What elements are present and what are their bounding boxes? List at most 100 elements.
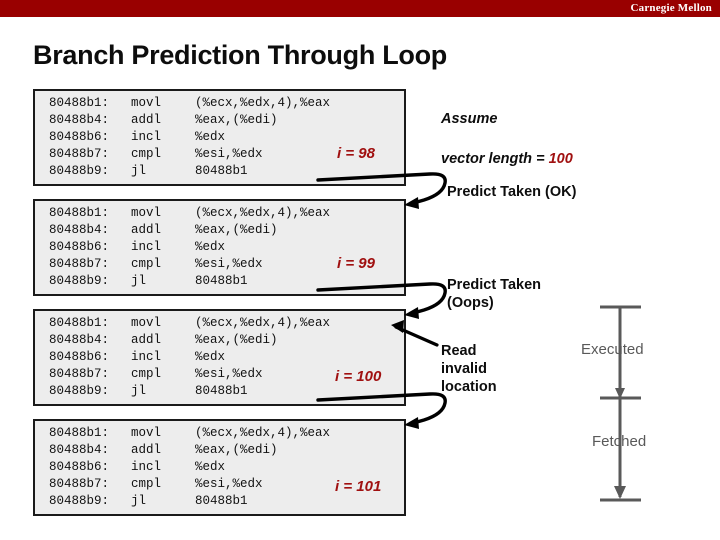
code-line: 80488b4: addl %eax,(%edi)	[35, 442, 404, 459]
code-address: 80488b6:	[49, 350, 110, 364]
assume-note-label: vector length =	[441, 151, 549, 167]
predict-taken-oops-note: Predict Taken (Oops)	[447, 277, 542, 311]
code-address: 80488b1:	[49, 426, 110, 440]
code-block-iteration-100: 80488b1: movl (%ecx,%edx,4),%eax 80488b4…	[33, 309, 406, 406]
code-address: 80488b7:	[49, 257, 110, 271]
code-operands: 80488b1	[195, 164, 248, 178]
code-opcode: movl	[131, 316, 162, 330]
code-address: 80488b4:	[49, 223, 110, 237]
code-address: 80488b9:	[49, 274, 110, 288]
code-operands: %eax,(%edi)	[195, 443, 278, 457]
code-opcode: movl	[131, 206, 162, 220]
code-operands: %eax,(%edi)	[195, 113, 278, 127]
code-operands: (%ecx,%edx,4),%eax	[195, 206, 331, 220]
code-operands: 80488b1	[195, 384, 248, 398]
predict-taken-ok-note: Predict Taken (OK)	[447, 184, 577, 200]
code-address: 80488b1:	[49, 316, 110, 330]
code-operands: %edx	[195, 350, 226, 364]
code-operands: (%ecx,%edx,4),%eax	[195, 316, 331, 330]
code-opcode: cmpl	[131, 257, 162, 271]
code-address: 80488b9:	[49, 384, 110, 398]
code-opcode: cmpl	[131, 477, 162, 491]
code-opcode: jl	[131, 274, 147, 288]
code-opcode: incl	[131, 460, 162, 474]
code-line: 80488b1: movl (%ecx,%edx,4),%eax	[35, 425, 404, 442]
code-operands: (%ecx,%edx,4),%eax	[195, 426, 331, 440]
code-operands: 80488b1	[195, 494, 248, 508]
code-block-iteration-99: 80488b1: movl (%ecx,%edx,4),%eax 80488b4…	[33, 199, 406, 296]
code-line: 80488b1: movl (%ecx,%edx,4),%eax	[35, 315, 404, 332]
code-line: 80488b6: incl %edx	[35, 349, 404, 366]
code-line: 80488b7: cmpl %esi,%edx	[35, 476, 404, 493]
code-line: 80488b4: addl %eax,(%edi)	[35, 222, 404, 239]
iteration-badge-99: i = 99	[337, 255, 375, 272]
code-operands: (%ecx,%edx,4),%eax	[195, 96, 331, 110]
code-address: 80488b4:	[49, 113, 110, 127]
code-operands: %esi,%edx	[195, 147, 263, 161]
code-address: 80488b4:	[49, 443, 110, 457]
iteration-badge-100: i = 100	[335, 368, 382, 385]
code-address: 80488b7:	[49, 477, 110, 491]
code-opcode: movl	[131, 426, 162, 440]
code-opcode: incl	[131, 130, 162, 144]
code-line: 80488b4: addl %eax,(%edi)	[35, 112, 404, 129]
assume-note-value: 100	[548, 151, 573, 167]
code-line: 80488b7: cmpl %esi,%edx	[35, 256, 404, 273]
code-address: 80488b6:	[49, 240, 110, 254]
code-opcode: addl	[131, 443, 162, 457]
code-opcode: jl	[131, 384, 147, 398]
code-address: 80488b4:	[49, 333, 110, 347]
code-line: 80488b9: jl 80488b1	[35, 383, 404, 400]
read-invalid-location-note: Read invalid location	[441, 343, 497, 395]
code-address: 80488b9:	[49, 164, 110, 178]
assume-note: Assume vector length = 100	[441, 89, 573, 189]
code-operands: %eax,(%edi)	[195, 223, 278, 237]
code-address: 80488b7:	[49, 367, 110, 381]
brand-title: Carnegie Mellon	[630, 2, 712, 14]
code-operands: %esi,%edx	[195, 477, 263, 491]
code-operands: %edx	[195, 240, 226, 254]
code-line: 80488b6: incl %edx	[35, 239, 404, 256]
code-line: 80488b9: jl 80488b1	[35, 163, 404, 180]
scale-label-fetched: Fetched	[592, 433, 647, 450]
scale-arrowhead-middle	[615, 388, 625, 399]
code-opcode: addl	[131, 113, 162, 127]
assume-note-line1: Assume	[441, 111, 498, 127]
scale-arrowhead-bottom	[614, 486, 626, 499]
code-line: 80488b6: incl %edx	[35, 129, 404, 146]
code-opcode: cmpl	[131, 147, 162, 161]
code-line: 80488b1: movl (%ecx,%edx,4),%eax	[35, 95, 404, 112]
iteration-badge-101: i = 101	[335, 478, 382, 495]
code-operands: %esi,%edx	[195, 257, 263, 271]
code-address: 80488b9:	[49, 494, 110, 508]
code-opcode: movl	[131, 96, 162, 110]
code-opcode: incl	[131, 240, 162, 254]
code-address: 80488b6:	[49, 460, 110, 474]
code-block-iteration-98: 80488b1: movl (%ecx,%edx,4),%eax 80488b4…	[33, 89, 406, 186]
code-operands: %esi,%edx	[195, 367, 263, 381]
assume-note-line2: vector length = 100	[441, 149, 573, 169]
code-address: 80488b1:	[49, 96, 110, 110]
code-address: 80488b6:	[49, 130, 110, 144]
code-address: 80488b7:	[49, 147, 110, 161]
code-operands: 80488b1	[195, 274, 248, 288]
code-opcode: cmpl	[131, 367, 162, 381]
code-operands: %edx	[195, 460, 226, 474]
code-line: 80488b9: jl 80488b1	[35, 493, 404, 510]
code-opcode: incl	[131, 350, 162, 364]
code-line: 80488b7: cmpl %esi,%edx	[35, 146, 404, 163]
code-line: 80488b4: addl %eax,(%edi)	[35, 332, 404, 349]
execution-scale-bar	[600, 305, 641, 502]
scale-label-executed: Executed	[581, 341, 644, 358]
code-block-iteration-101: 80488b1: movl (%ecx,%edx,4),%eax 80488b4…	[33, 419, 406, 516]
code-line: 80488b9: jl 80488b1	[35, 273, 404, 290]
code-operands: %edx	[195, 130, 226, 144]
page-title: Branch Prediction Through Loop	[33, 40, 447, 70]
code-opcode: addl	[131, 223, 162, 237]
brand-bar: Carnegie Mellon	[0, 0, 720, 17]
code-opcode: addl	[131, 333, 162, 347]
code-opcode: jl	[131, 494, 147, 508]
code-address: 80488b1:	[49, 206, 110, 220]
iteration-badge-98: i = 98	[337, 145, 375, 162]
code-line: 80488b6: incl %edx	[35, 459, 404, 476]
